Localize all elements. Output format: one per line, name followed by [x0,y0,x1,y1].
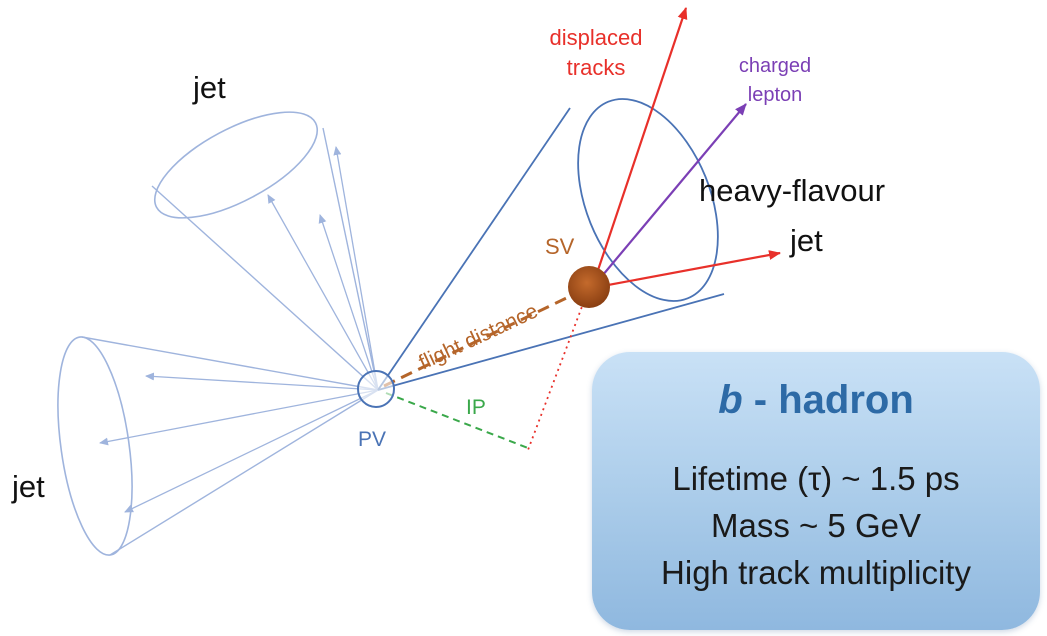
jet-label-top: jet [192,70,226,105]
heavy-flavour-label-line2: jet [789,223,823,258]
info-box-title-b: b [718,378,743,422]
charged-lepton-label-line1: charged [739,55,811,77]
jet-track-arrow [333,146,379,391]
impact-parameter-line [385,392,529,449]
info-box-mass: Mass ~ 5 GeV [710,507,921,544]
b-hadron-info-box: b - hadron Lifetime (τ) ~ 1.5 ps Mass ~ … [592,352,1040,630]
jet-cone-top [151,111,379,391]
jet-cone-top-edge [322,127,379,391]
flight-distance-label: flight distance [415,299,541,374]
jet-track-arrow [318,214,379,391]
charged-lepton-arrow [591,103,747,289]
heavy-flavour-jet-cone [377,98,725,391]
heavy-flavour-label-line1: heavy-flavour [699,173,885,208]
primary-vertex-marker [357,370,395,408]
pv-label: PV [358,428,386,451]
jet-track-arrow [267,194,379,391]
sv-label: SV [545,234,575,259]
jet-cone-left-edge [81,336,379,391]
info-box-title-rest: - hadron [742,378,914,422]
displaced-track-arrow [590,7,688,289]
charged-lepton-label-line2: lepton [748,84,803,106]
jet-track-arrow [124,389,379,513]
heavy-flavour-cone-rim [577,98,719,302]
info-box-multiplicity: High track multiplicity [661,554,971,591]
displaced-tracks-label-line1: displaced [550,25,643,50]
jet-track-arrow [145,372,379,391]
ip-label: IP [466,396,486,419]
displaced-track-arrow [591,250,781,290]
info-box-title: b - hadron [592,378,1040,423]
jet-cone-left-edge [109,389,379,556]
displaced-tracks-label-line2: tracks [567,55,626,80]
jet-cone-left [57,336,379,556]
heavy-flavour-cone-edge [377,107,571,391]
jet-cone-left-rim [57,336,133,556]
jet-cone-top-edge [151,185,379,391]
jet-cone-top-rim [153,111,319,219]
jet-track-arrow [99,389,379,446]
info-box-lifetime: Lifetime (τ) ~ 1.5 ps [672,460,960,497]
heavy-flavour-cone-edge [377,293,725,391]
secondary-vertex-marker [568,266,610,308]
jet-label-left: jet [11,469,45,504]
